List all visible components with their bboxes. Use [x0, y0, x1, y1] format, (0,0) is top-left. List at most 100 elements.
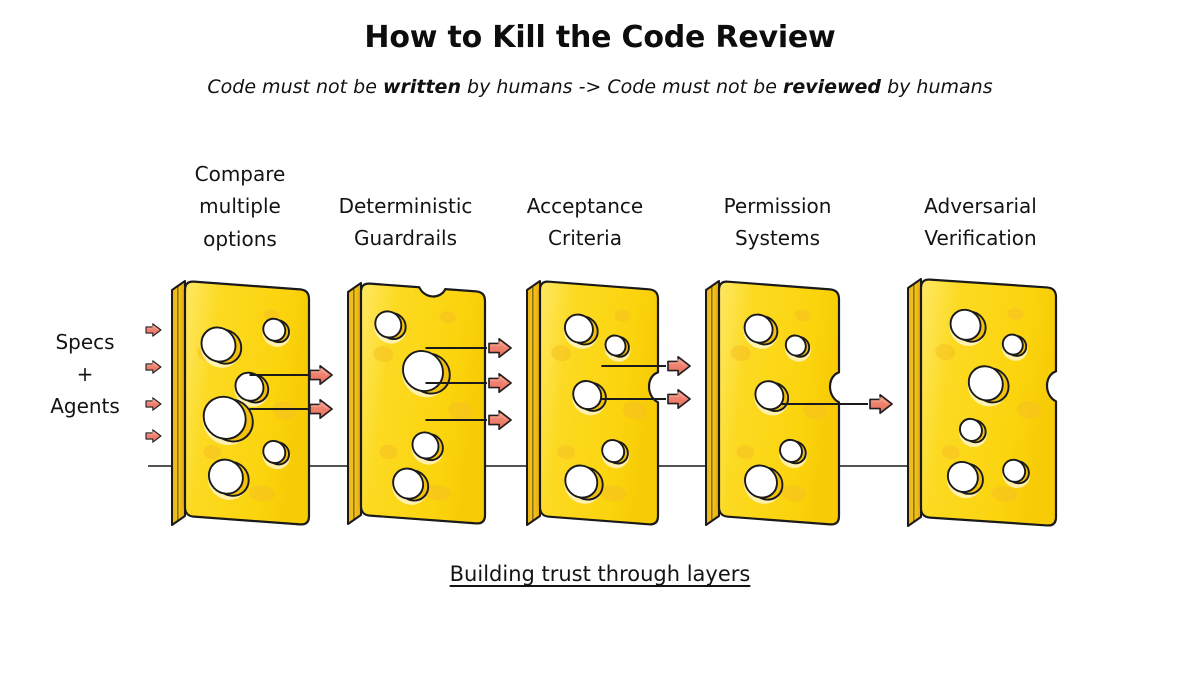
- flow-arrow-acceptance-criteria-1: [667, 388, 691, 410]
- flow-arrow-deterministic-guardrails-0: [488, 337, 512, 359]
- arrow-body: [667, 355, 691, 377]
- cheese-spot-3: [780, 485, 807, 502]
- cheese-spot-2: [941, 445, 960, 460]
- cheese-hole-5: [207, 458, 250, 500]
- hole-opening: [262, 317, 287, 342]
- cheese-hole-0: [563, 313, 599, 349]
- flow-arrows-group: [145, 323, 893, 443]
- cheese-spot-0: [935, 343, 956, 361]
- hole-opening: [744, 464, 778, 499]
- cheese-hole-3: [958, 417, 987, 448]
- cheese-slice-permission-systems: [705, 280, 841, 526]
- page-title: How to Kill the Code Review: [364, 20, 836, 55]
- hole-opening: [1001, 333, 1024, 356]
- arrow-body: [309, 398, 333, 420]
- cheese-hole-0: [374, 310, 407, 344]
- cheese-spot-0: [373, 346, 394, 363]
- arrow-body: [145, 397, 162, 411]
- arrow-highlight: [490, 340, 507, 349]
- arrow-highlight: [146, 430, 159, 437]
- cheese-spot-1: [448, 401, 473, 420]
- hole-opening: [572, 380, 603, 411]
- cheese-spot-4: [439, 311, 456, 324]
- hole-opening: [563, 313, 594, 344]
- hole-opening: [743, 313, 774, 344]
- hole-opening: [949, 308, 982, 341]
- slice-face-deterministic-guardrails: [359, 282, 487, 525]
- input-arrow-2: [145, 397, 162, 411]
- slice-face-acceptance-criteria: [538, 280, 660, 526]
- hole-opening: [200, 326, 237, 363]
- arrow-body: [488, 337, 512, 359]
- layer-label-deterministic-guardrails: Deterministic Guardrails: [338, 194, 473, 251]
- hole-opening: [967, 365, 1004, 402]
- subtitle-run-2: by humans -> Code must not be: [460, 76, 783, 98]
- hole-opening: [374, 310, 403, 339]
- cheese-spot-4: [1007, 307, 1024, 320]
- slice-face-adversarial-verification: [919, 278, 1058, 527]
- cheese-hole-5: [1002, 458, 1031, 489]
- hole-opening: [402, 350, 444, 393]
- page-subtitle: Code must not be written by humans -> Co…: [0, 76, 1200, 98]
- subtitle-run-4: by humans: [881, 76, 993, 98]
- arrow-body: [309, 364, 333, 386]
- cheese-spot-2: [736, 445, 755, 460]
- layer-label-compare-multiple-options: Compare multiple options: [194, 162, 286, 251]
- arrow-highlight: [669, 391, 686, 400]
- hole-opening: [604, 334, 627, 357]
- arrow-highlight: [146, 324, 159, 331]
- layer-label-adversarial-verification: Adversarial Verification: [924, 194, 1037, 251]
- cheese-hole-0: [949, 308, 987, 346]
- cheese-spot-3: [424, 484, 451, 501]
- layer-label-acceptance-criteria: Acceptance Criteria: [526, 194, 644, 251]
- slice-depth-face: [347, 282, 362, 525]
- cheese-spot-0: [730, 345, 751, 362]
- flow-arrow-permission-systems-0: [869, 393, 893, 415]
- arrow-body: [145, 360, 162, 374]
- cheese-hole-0: [743, 313, 779, 349]
- hole-opening: [784, 334, 807, 357]
- cheese-slices-group: [171, 278, 1058, 527]
- slice-depth-face: [705, 280, 720, 526]
- arrow-highlight: [490, 375, 507, 384]
- cheese-slice-deterministic-guardrails: [347, 282, 487, 525]
- cheese-spot-2: [556, 445, 575, 460]
- cheese-spot-1: [803, 401, 827, 420]
- cheese-hole-4: [262, 440, 291, 470]
- arrow-highlight: [490, 412, 507, 421]
- cheese-hole-3: [779, 438, 807, 469]
- arrow-body: [145, 429, 162, 443]
- arrow-body: [667, 388, 691, 410]
- cheese-spot-4: [795, 309, 811, 322]
- flow-arrow-deterministic-guardrails-1: [488, 372, 512, 394]
- arrow-highlight: [146, 398, 159, 405]
- hole-opening: [959, 417, 983, 442]
- cheese-hole-4: [564, 464, 604, 504]
- hole-opening: [234, 371, 265, 402]
- cheese-spot-3: [600, 485, 627, 502]
- diagram-caption: Building trust through layers: [449, 562, 751, 586]
- cheese-hole-2: [411, 431, 444, 465]
- arrow-highlight: [311, 401, 328, 410]
- cheese-spot-1: [1017, 400, 1041, 420]
- cheese-hole-1: [262, 317, 291, 347]
- subtitle-run-3: reviewed: [782, 76, 882, 98]
- input-arrow-1: [145, 360, 162, 374]
- cheese-hole-4: [946, 460, 984, 499]
- cheese-hole-2: [754, 380, 790, 416]
- flow-arrow-compare-multiple-options-1: [309, 398, 333, 420]
- slice-face-compare-multiple-options: [183, 280, 311, 526]
- flow-arrow-acceptance-criteria-0: [667, 355, 691, 377]
- flow-arrow-compare-multiple-options-0: [309, 364, 333, 386]
- cheese-spot-4: [614, 309, 631, 322]
- cheese-spot-0: [551, 345, 572, 362]
- layer-label-permission-systems: Permission Systems: [723, 194, 832, 251]
- cheese-hole-2: [234, 371, 270, 407]
- slice-edge-compare-multiple-options: [171, 280, 186, 526]
- cheese-hole-3: [202, 395, 254, 446]
- slice-depth-face: [907, 278, 922, 527]
- arrow-body: [488, 409, 512, 431]
- slice-depth-face: [526, 280, 541, 526]
- input-arrow-3: [145, 429, 162, 443]
